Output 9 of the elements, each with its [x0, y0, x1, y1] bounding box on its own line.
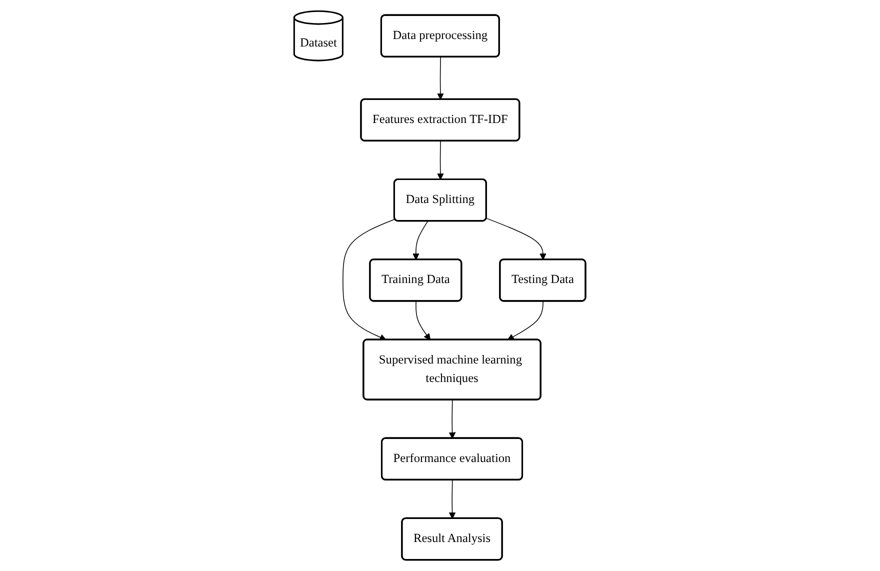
- arrow: [449, 400, 456, 439]
- arrow: [437, 56, 444, 100]
- arrow: [412, 220, 428, 260]
- arrow: [342, 218, 396, 340]
- arrow: [508, 300, 544, 340]
- arrow: [449, 480, 456, 519]
- arrow: [416, 300, 431, 340]
- arrow: [486, 218, 547, 260]
- arrow: [437, 140, 444, 180]
